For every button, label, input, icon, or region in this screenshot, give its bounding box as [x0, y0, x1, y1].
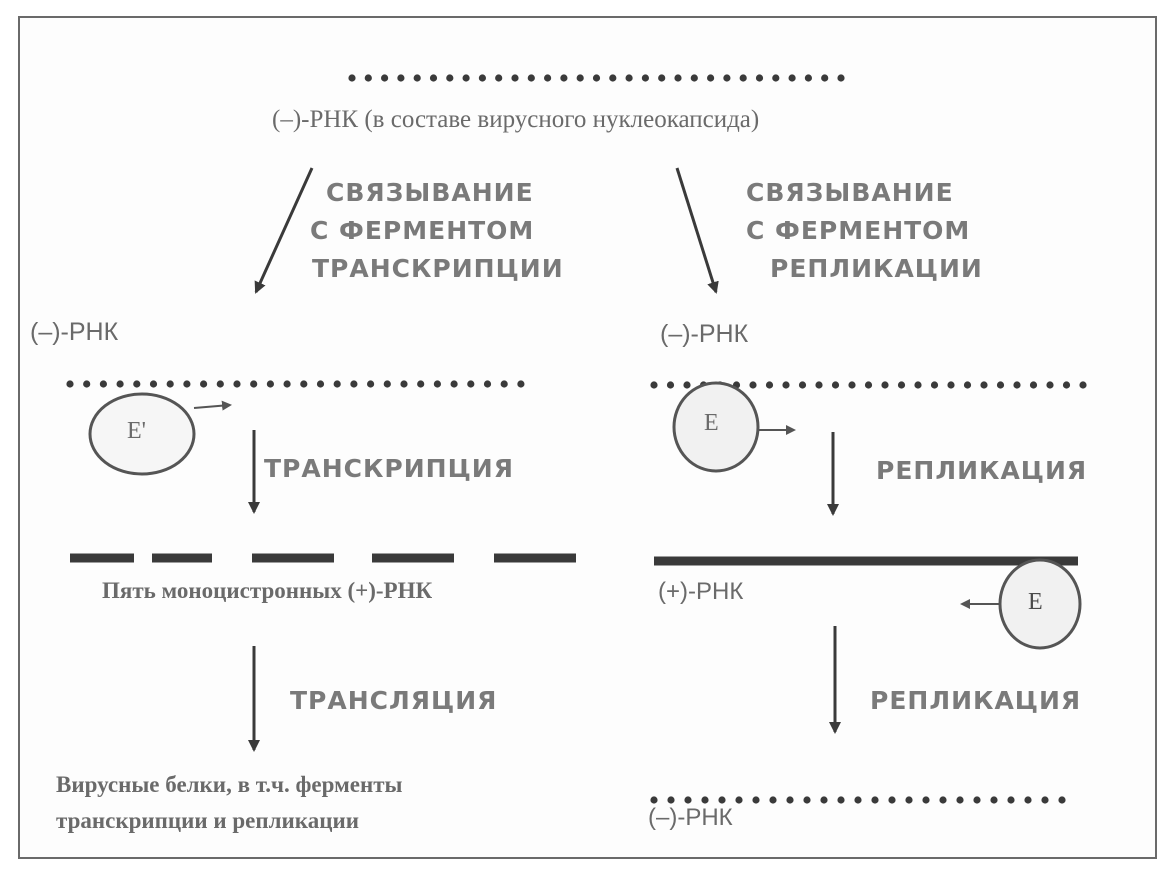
result-minus-rna-label: (–)-РНК	[648, 804, 733, 831]
enzyme-label-left: E'	[127, 418, 146, 444]
left-minus-rna-strand	[66, 380, 525, 388]
viral-proteins-line-2: транскрипции и репликации	[56, 808, 359, 833]
top-rna-label: (–)-РНК (в составе вирусного нуклеокапси…	[272, 106, 760, 133]
viral-proteins-line-1: Вирусные белки, в т.ч. ферменты	[56, 772, 403, 797]
enzyme-label-right-1: E	[704, 410, 719, 436]
translation-label: ТРАНСЛЯЦИЯ	[290, 686, 498, 715]
right-minus-rna-strand	[650, 381, 1087, 389]
right-binding-label-3: РЕПЛИКАЦИИ	[770, 254, 983, 283]
transcription-label: ТРАНСКРИПЦИЯ	[264, 454, 514, 483]
left-binding-label-1: СВЯЗЫВАНИЕ	[326, 178, 534, 207]
right-binding-label-1: СВЯЗЫВАНИЕ	[746, 178, 954, 207]
left-minus-rna-label: (–)-РНК	[30, 318, 119, 346]
plus-rna-label: (+)-РНК	[658, 578, 744, 605]
diagram-frame	[18, 16, 1157, 859]
right-binding-label-2: С ФЕРМЕНТОМ	[746, 216, 971, 245]
enzyme-label-right-2: E	[1028, 589, 1043, 615]
arrow-to-transcription	[254, 167, 314, 294]
monocistronic-rna-label: Пять моноцистронных (+)-РНК	[102, 578, 433, 603]
replication-label-1: РЕПЛИКАЦИЯ	[876, 456, 1088, 485]
enzyme-direction-arrow-left	[193, 400, 232, 411]
bottom-minus-rna-strand	[650, 796, 1066, 804]
replication-label-2: РЕПЛИКАЦИЯ	[870, 686, 1082, 715]
left-binding-label-3: ТРАНСКРИПЦИИ	[312, 254, 564, 283]
enzyme-circle-left	[88, 392, 196, 476]
enzyme-circle-right-1	[672, 381, 760, 473]
arrow-to-replication	[675, 167, 719, 294]
enzyme-circle-right-2	[998, 558, 1082, 650]
top-minus-rna-strand	[348, 74, 845, 82]
right-minus-rna-label: (–)-РНК	[660, 320, 749, 348]
left-binding-label-2: С ФЕРМЕНТОМ	[310, 216, 535, 245]
